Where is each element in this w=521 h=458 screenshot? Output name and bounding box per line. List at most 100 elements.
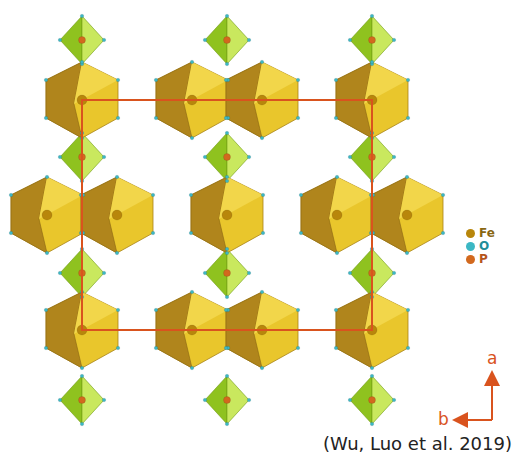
octahedron-face	[364, 292, 408, 334]
axis-label: a	[487, 348, 497, 368]
atom	[58, 271, 62, 275]
atom	[102, 271, 106, 275]
atom	[116, 78, 120, 82]
atom	[102, 398, 106, 402]
atom	[203, 271, 207, 275]
atom	[203, 398, 207, 402]
atom	[334, 346, 338, 350]
atom	[58, 38, 62, 42]
atom	[392, 398, 396, 402]
atom	[116, 346, 120, 350]
octahedron-face	[329, 177, 373, 219]
atom	[260, 366, 264, 370]
atom	[154, 346, 158, 350]
atom	[225, 295, 229, 299]
atom	[224, 37, 231, 44]
atom	[44, 308, 48, 312]
fe-octahedron	[371, 177, 443, 253]
atom	[116, 308, 120, 312]
atom	[370, 60, 374, 64]
atom	[80, 374, 84, 378]
atom	[224, 346, 228, 350]
atom	[299, 231, 303, 235]
axis-label: b	[438, 409, 449, 429]
atom	[154, 116, 158, 120]
atom	[225, 247, 229, 251]
octahedron-face	[184, 62, 228, 104]
atom	[225, 251, 229, 255]
atom	[190, 60, 194, 64]
octahedron-face	[74, 62, 118, 104]
atom	[225, 179, 229, 183]
atom	[370, 422, 374, 426]
atom	[115, 251, 119, 255]
atom	[115, 175, 119, 179]
octahedron-face	[39, 177, 83, 219]
atom	[222, 210, 232, 220]
atom	[369, 37, 376, 44]
atom	[225, 62, 229, 66]
atom	[190, 136, 194, 140]
octahedron-face	[74, 292, 118, 334]
atom	[392, 155, 396, 159]
axis-arrows	[456, 374, 492, 420]
atom	[296, 308, 300, 312]
octahedron-face	[254, 292, 298, 334]
atom	[102, 155, 106, 159]
atom	[225, 374, 229, 378]
atom	[370, 366, 374, 370]
atom	[44, 78, 48, 82]
atom	[247, 398, 251, 402]
atom	[348, 155, 352, 159]
atom	[334, 308, 338, 312]
atom	[9, 193, 13, 197]
atom	[189, 231, 193, 235]
atom	[80, 60, 84, 64]
atom	[102, 38, 106, 42]
atom	[261, 231, 265, 235]
atom	[261, 193, 265, 197]
atom	[348, 38, 352, 42]
atom	[58, 155, 62, 159]
atom	[44, 116, 48, 120]
atom	[190, 366, 194, 370]
atom	[296, 116, 300, 120]
legend-row: Fe	[466, 226, 495, 240]
atom	[224, 116, 228, 120]
atom	[80, 14, 84, 18]
atom	[80, 422, 84, 426]
atom	[80, 366, 84, 370]
octahedron-face	[109, 177, 153, 219]
atom	[151, 231, 155, 235]
atom	[260, 290, 264, 294]
atom	[335, 175, 339, 179]
atom	[406, 116, 410, 120]
atom	[203, 155, 207, 159]
atom	[335, 251, 339, 255]
atom	[79, 397, 86, 404]
atom	[369, 397, 376, 404]
atom	[370, 374, 374, 378]
octahedron-face	[184, 292, 228, 334]
atom	[406, 308, 410, 312]
atom	[224, 78, 228, 82]
atom	[224, 270, 231, 277]
fe-octahedron	[11, 177, 83, 253]
atom	[405, 175, 409, 179]
caption: (Wu, Luo et al. 2019)	[323, 433, 512, 454]
atom	[154, 308, 158, 312]
atom	[296, 78, 300, 82]
atom	[348, 398, 352, 402]
legend-row: O	[466, 239, 489, 253]
legend-swatch	[466, 229, 475, 238]
atom	[224, 154, 231, 161]
atom	[224, 308, 228, 312]
fe-octahedron	[191, 177, 263, 253]
fe-octahedron	[81, 177, 153, 253]
atom	[190, 290, 194, 294]
atom	[9, 231, 13, 235]
atom	[112, 210, 122, 220]
atom	[405, 251, 409, 255]
atom	[225, 131, 229, 135]
atom	[79, 37, 86, 44]
